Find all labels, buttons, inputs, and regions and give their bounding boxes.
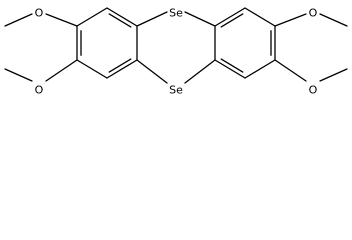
bond-methyl-upper-right	[319, 13, 348, 27]
bond-methyl-upper-left	[4, 13, 33, 27]
left-ring-bond-lr-bot-inner	[108, 58, 132, 73]
bond-methyl-lower-right	[319, 68, 348, 82]
atom-o-upper-right: O	[309, 7, 318, 20]
left-ring-bond-lr-bot	[106, 59, 138, 79]
atom-o-upper-left: O	[35, 7, 44, 20]
bond-right-se-top	[184, 11, 216, 27]
bond-ring-o-upper-left	[45, 13, 78, 27]
bond-ring-o-lower-left	[45, 59, 78, 82]
atom-label-layer: Se Se O O O O	[35, 7, 318, 97]
bond-ring-o-upper-right	[274, 13, 307, 27]
left-ring-bond-ul-top	[76, 7, 108, 27]
bond-layer	[4, 7, 348, 84]
left-ring-bond-top-ur-inner	[108, 13, 132, 28]
molecule-diagram: Se Se O O O O	[4, 7, 348, 97]
bond-left-se-bottom	[136, 59, 168, 84]
right-ring-bond-top-ur	[244, 7, 276, 27]
atom-se-bottom: Se	[169, 84, 183, 97]
left-ring-bond-bot-ll	[76, 59, 108, 79]
atom-o-lower-right: O	[309, 84, 318, 97]
right-ring-bond-ul-top	[214, 7, 246, 27]
right-ring-bond-bot-ll	[214, 59, 246, 79]
right-ring-bond-lr-bot	[244, 59, 276, 79]
bond-ring-o-lower-right	[274, 59, 307, 82]
bond-right-se-bottom	[184, 59, 216, 84]
bond-left-se-top	[136, 11, 168, 27]
atom-se-top: Se	[169, 7, 183, 20]
right-ring-bond-ul-top-inner	[220, 13, 244, 28]
atom-o-lower-left: O	[35, 84, 44, 97]
bond-methyl-lower-left	[4, 68, 33, 82]
left-ring-bond-top-ur	[106, 7, 138, 27]
right-ring-bond-bot-ll-inner	[220, 58, 244, 73]
